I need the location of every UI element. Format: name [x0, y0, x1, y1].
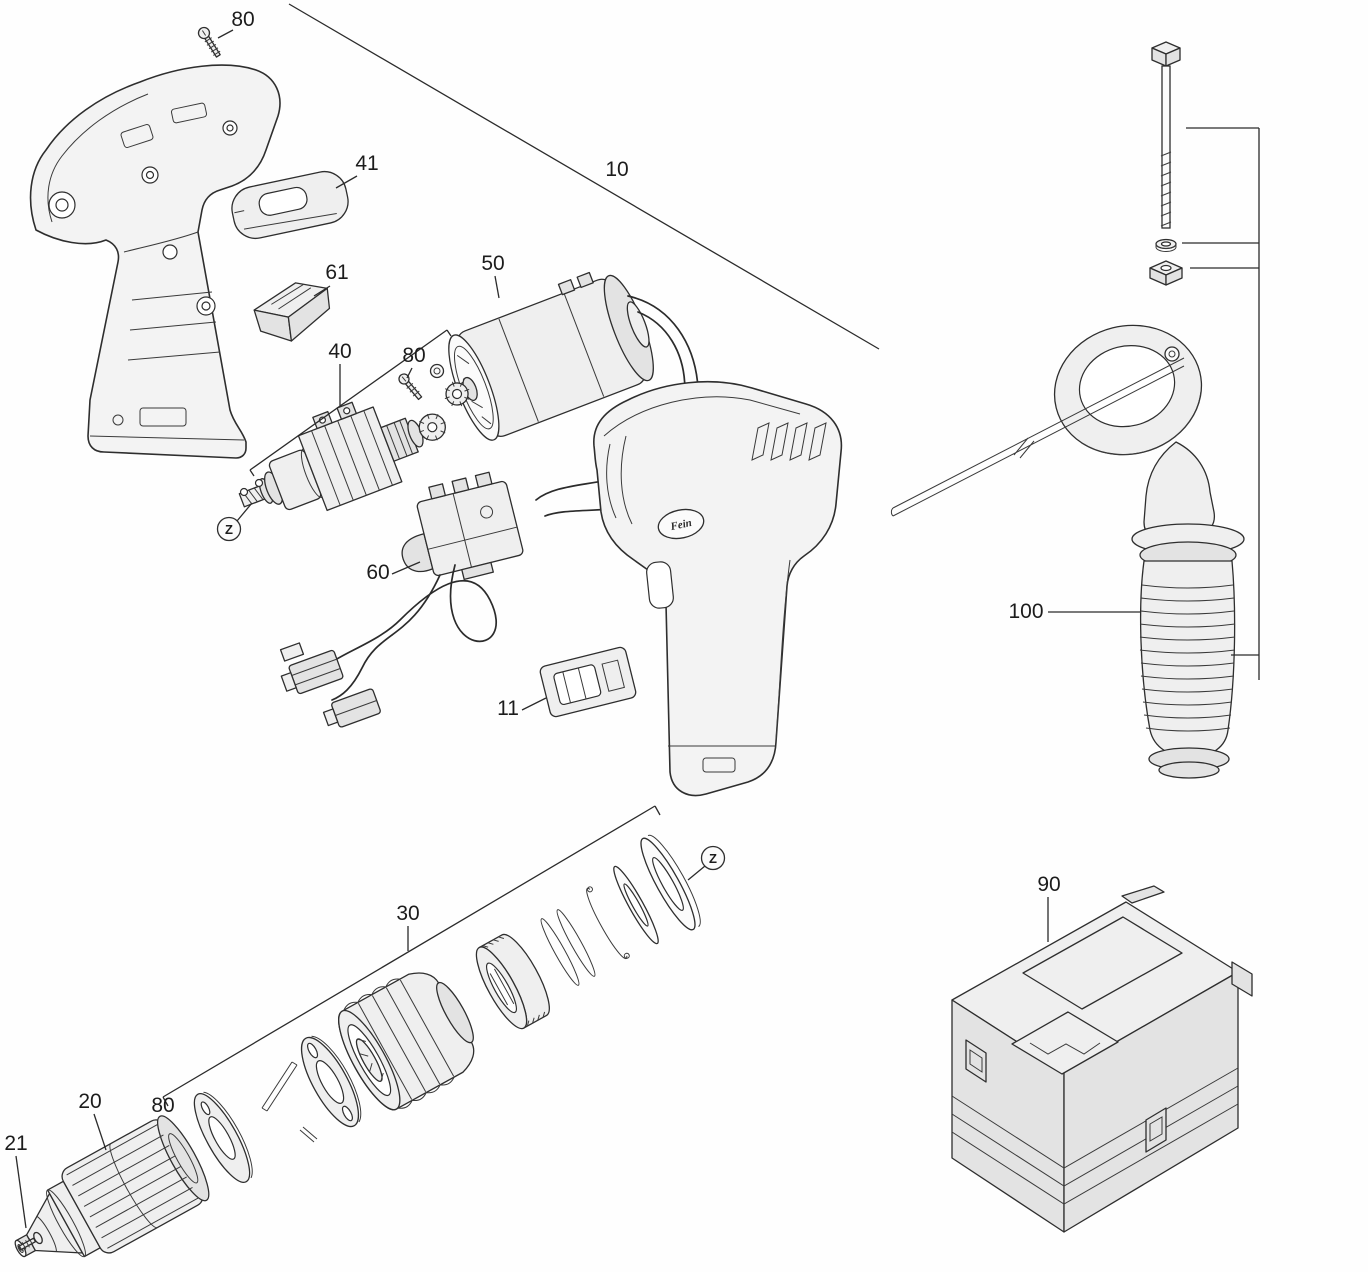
- leader-z-right: [687, 865, 706, 881]
- leader-housing-set: [288, 3, 880, 350]
- z-marker-left-circle: [216, 516, 242, 542]
- switch-wire-2: [331, 574, 441, 701]
- washer-large-drawing: [640, 834, 701, 931]
- aux-handle-screw-drawing: [1151, 41, 1181, 229]
- aux-handle-washer-drawing: [1155, 238, 1177, 252]
- washer-thin-drawing: [613, 865, 659, 945]
- part-label-release-button: 61: [325, 261, 348, 284]
- assembly-screw-drawing: [398, 373, 423, 401]
- brand-logo-text: Fein: [669, 517, 693, 533]
- z-marker-right: Z: [709, 851, 717, 866]
- leader-chuck: [93, 1113, 107, 1151]
- part-label-gear-assembly: 40: [328, 340, 351, 363]
- leader-switch: [391, 561, 421, 575]
- leader-top-screw: [217, 29, 234, 39]
- leader-bit-insert: [521, 697, 547, 711]
- depth-rod-drawing: [890, 357, 1185, 517]
- leader-assembly-screw: [406, 367, 413, 379]
- gear-pin-1: [239, 487, 249, 497]
- chuck-drawing: [14, 1115, 210, 1258]
- clutch-housing-drawing: [338, 972, 475, 1111]
- bit-insert-drawing: [539, 646, 637, 718]
- assembly-washer-drawing: [429, 363, 445, 379]
- carrying-case-drawing: [951, 885, 1253, 1233]
- wave-washers-drawing: [540, 909, 596, 986]
- part-label-side-handle: 100: [1008, 600, 1043, 623]
- flat-spring-drawing: [261, 1061, 318, 1143]
- motor-pinion-gear: [444, 381, 470, 407]
- aux-handle-grip-drawing: [1131, 523, 1245, 779]
- part-label-chuck-screw: 21: [4, 1132, 27, 1155]
- leader-chuck-screw: [15, 1155, 27, 1229]
- part-label-carrying-case: 90: [1037, 873, 1060, 896]
- right-housing-half-drawing: Fein: [593, 380, 843, 797]
- switch-wire-1: [331, 564, 497, 663]
- bracket-aux-handle: [1182, 127, 1260, 680]
- battery-contact-1: [280, 649, 344, 695]
- part-label-bit-insert: 11: [497, 697, 519, 720]
- chuck-screw-drawing: [18, 1231, 43, 1252]
- z-marker-right-circle: [700, 845, 726, 871]
- belt-clip-drawing: [231, 170, 349, 240]
- part-label-housing-set: 10: [605, 158, 628, 181]
- part-label-assembly-screw: 80: [402, 344, 425, 367]
- motor-drawing: [444, 271, 654, 441]
- battery-contact-2: [322, 688, 381, 728]
- part-label-top-screw: 80: [231, 8, 254, 31]
- leader-motor: [494, 275, 500, 299]
- bracket-clutch-group: [162, 805, 661, 1107]
- circlip-drawing: [586, 886, 630, 960]
- leader-z-left: [236, 502, 253, 522]
- switch-drawing: [401, 471, 524, 581]
- release-button-drawing: [253, 282, 331, 342]
- part-label-switch: 60: [366, 561, 389, 584]
- gear-pin-2: [254, 478, 264, 488]
- part-label-motor: 50: [481, 252, 504, 275]
- flange-disc-drawing: [193, 1091, 253, 1183]
- leader-release-button: [313, 285, 331, 297]
- mount-plate-drawing: [300, 1035, 362, 1128]
- gear-assembly-drawing: [238, 401, 446, 512]
- bracket-gear-assembly: [249, 329, 452, 477]
- aux-handle-clamp-ring-drawing: [1053, 324, 1216, 540]
- z-marker-left: Z: [225, 522, 233, 537]
- part-label-chuck: 20: [78, 1090, 101, 1113]
- gear-rear-pinion: [418, 413, 446, 441]
- aux-handle-nut-drawing: [1149, 260, 1183, 286]
- threaded-collar-drawing: [475, 933, 550, 1030]
- leader-belt-clip: [335, 175, 358, 189]
- spade-terminal: [279, 642, 305, 662]
- housing-vents: [751, 422, 827, 461]
- brand-logo: Fein: [657, 508, 705, 540]
- part-label-flange-screw: 80: [151, 1094, 174, 1117]
- top-screw-drawing: [197, 26, 221, 58]
- part-label-clutch-group: 30: [396, 902, 419, 925]
- part-label-belt-clip: 41: [355, 152, 378, 175]
- left-housing-half-drawing: [29, 64, 281, 459]
